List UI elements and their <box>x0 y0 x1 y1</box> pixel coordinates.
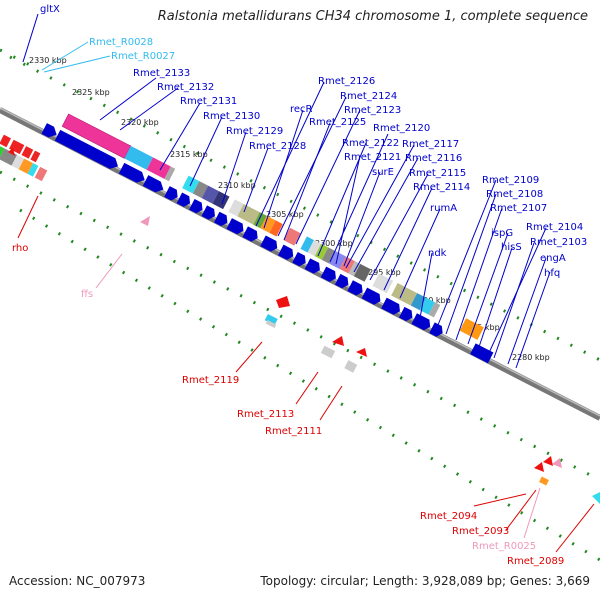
leader-lines-blue <box>22 13 551 369</box>
gene-label: Rmet_2117 <box>402 139 459 150</box>
page-title: Ralstonia metallidurans CH34 chromosome … <box>157 9 588 24</box>
genome-stats-text: Topology: circular; Length: 3,928,089 bp… <box>260 574 590 588</box>
labels-cyan: Rmet_R0028 Rmet_R0027 <box>89 37 175 62</box>
gene-label: Rmet_2116 <box>405 153 462 164</box>
gene-label: Rmet_R0027 <box>111 51 175 62</box>
labels-red: rho Rmet_2119 Rmet_2113 Rmet_2111 Rmet_2… <box>12 243 564 567</box>
gene-label: Rmet_2131 <box>180 96 237 107</box>
gene-label: hfq <box>544 268 560 279</box>
gene-label: Rmet_2132 <box>157 82 214 93</box>
gene-label: Rmet_2121 <box>344 152 401 163</box>
gene-label: Rmet_2130 <box>203 111 260 122</box>
gene-label: engA <box>540 253 566 264</box>
gene-boxes-upper <box>61 113 484 340</box>
gene-label: Rmet_2120 <box>373 123 430 134</box>
gene-label: Rmet_2103 <box>530 237 587 248</box>
kbp-tick: 2295 kbp <box>363 268 401 277</box>
labels-pink: ffs Rmet_R0025 <box>81 289 536 552</box>
kbp-tick: 2330 kbp <box>29 56 67 65</box>
gene-label: Rmet_2124 <box>340 91 397 102</box>
gene-label: hisS <box>501 242 522 253</box>
labels-blue: gltX Rmet_2133 Rmet_2132 Rmet_2131 Rmet_… <box>40 4 587 279</box>
kbp-tick: 2320 kbp <box>121 118 159 127</box>
gene-label: ispG <box>491 228 513 239</box>
gene-label: Rmet_2123 <box>344 105 401 116</box>
gene-label: Rmet_2094 <box>420 511 477 522</box>
gene-label: Rmet_R0025 <box>472 541 536 552</box>
accession-text: Accession: NC_007973 <box>9 574 146 588</box>
gene-label: Rmet_2104 <box>526 222 583 233</box>
gene-label: Rmet_2114 <box>413 182 470 193</box>
gene-label: Rmet_2125 <box>309 117 366 128</box>
gene-label: ndk <box>428 248 447 259</box>
gene-label: Rmet_2126 <box>318 76 375 87</box>
gene-arrows-forward <box>41 123 494 364</box>
gene-label: Rmet_R0028 <box>89 37 153 48</box>
gene-label: Rmet_2111 <box>265 426 322 437</box>
kbp-tick: 2305 kbp <box>266 210 304 219</box>
gene-label: Rmet_2089 <box>507 556 564 567</box>
gene-label: Rmet_2128 <box>249 141 306 152</box>
gene-label: Rmet_2108 <box>486 189 543 200</box>
gene-label: recR <box>290 104 313 115</box>
gene-label: Rmet_2109 <box>482 175 539 186</box>
kbp-tick: 2310 kbp <box>218 181 256 190</box>
leader-lines-cyan <box>41 41 111 73</box>
gene-label: Rmet_2119 <box>182 375 239 386</box>
gene-label: gltX <box>40 4 60 15</box>
kbp-tick: 2300 kbp <box>315 239 353 248</box>
leader-lines-red <box>17 195 595 553</box>
kbp-tick: 2290 kbp <box>413 296 451 305</box>
gene-label: Rmet_2129 <box>226 126 283 137</box>
gene-label: Rmet_2115 <box>409 168 466 179</box>
gene-label: surE <box>372 167 394 178</box>
gene-label: rumA <box>430 203 457 214</box>
gene-label: Rmet_2133 <box>133 68 190 79</box>
gene-label: rho <box>12 243 28 254</box>
gene-label: Rmet_2122 <box>342 138 399 149</box>
misc-gene-markers <box>8 148 600 504</box>
gene-label: ffs <box>81 289 93 300</box>
dotted-guides <box>0 48 600 562</box>
kbp-tick: 2325 kbp <box>72 88 110 97</box>
gene-label: Rmet_2093 <box>452 526 509 537</box>
gene-label: Rmet_2113 <box>237 409 294 420</box>
gene-label: Rmet_2107 <box>490 203 547 214</box>
leader-lines-pink <box>95 253 541 539</box>
kbp-ticks: 2330 kbp 2325 kbp 2320 kbp 2315 kbp 2310… <box>29 56 550 362</box>
kbp-tick: 2280 kbp <box>512 353 550 362</box>
kbp-tick: 2315 kbp <box>170 150 208 159</box>
